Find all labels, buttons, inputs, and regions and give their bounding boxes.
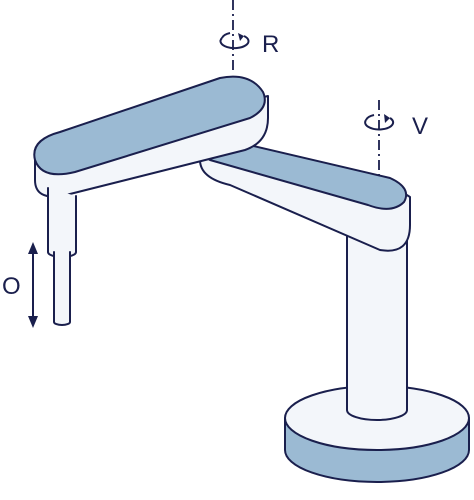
label-o: O (2, 273, 21, 300)
label-r: R (262, 31, 279, 58)
quill (47, 187, 77, 326)
robot-column (346, 234, 408, 421)
arm-2 (199, 137, 411, 252)
column-body (346, 234, 408, 421)
label-v: V (412, 113, 428, 140)
quill-lower (53, 251, 71, 326)
rotation-arrow-r (219, 32, 250, 50)
arm1-top (33, 75, 266, 176)
rotation-arrow-v (364, 114, 395, 131)
quill-upper (47, 187, 77, 258)
arm-1 (33, 75, 269, 198)
translation-arrow-o (28, 242, 38, 328)
